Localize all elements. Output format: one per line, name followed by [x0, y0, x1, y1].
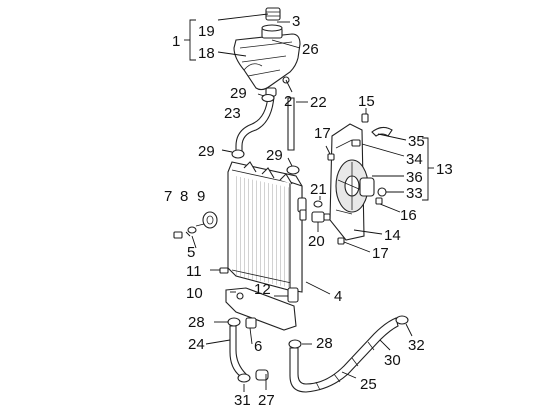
hose-clamp-29-left	[231, 149, 245, 159]
callout-33: 33	[406, 185, 423, 202]
callout-9: 9	[197, 188, 205, 205]
callout-5: 5	[187, 244, 195, 261]
washer-16	[375, 197, 383, 205]
callout-29-right: 29	[266, 147, 283, 164]
callout-29-top: 29	[230, 85, 247, 102]
screw-11	[219, 267, 229, 274]
callout-12: 12	[254, 281, 271, 298]
callout-4: 4	[334, 288, 342, 305]
callout-24: 24	[188, 336, 205, 353]
callout-14: 14	[384, 227, 401, 244]
callout-35: 35	[408, 133, 425, 150]
callout-11: 11	[186, 263, 202, 280]
callout-1: 1	[172, 33, 180, 50]
callout-27: 27	[258, 392, 275, 409]
washer-21	[313, 200, 323, 208]
tank-cap	[265, 7, 281, 21]
callout-28-right: 28	[316, 335, 333, 352]
callout-34: 34	[406, 151, 423, 168]
callout-17-lower: 17	[372, 245, 389, 262]
tank-neck	[261, 24, 283, 39]
hose-clamp-29-top	[261, 93, 275, 103]
thermo-switch-20	[311, 211, 331, 223]
nut-17-upper	[327, 153, 335, 161]
callout-17-upper: 17	[314, 125, 331, 142]
callout-21: 21	[310, 181, 327, 198]
expansion-tank	[233, 33, 301, 91]
radiator-cap-fitting-9	[202, 211, 218, 229]
callout-7: 7	[164, 188, 172, 205]
callout-labels: 1 19 18 3 26 29 23 2 22 29 29 17 15 35 3…	[164, 13, 453, 409]
callout-31: 31	[234, 392, 251, 409]
callout-22: 22	[310, 94, 327, 111]
clip-27	[255, 369, 269, 381]
callout-28-left: 28	[188, 314, 205, 331]
callout-26: 26	[302, 41, 319, 58]
hose-24	[229, 325, 248, 377]
washer-8	[187, 226, 197, 234]
clamp-32	[395, 315, 409, 325]
bolt-7	[173, 231, 183, 239]
radiator	[227, 161, 307, 293]
callout-20: 20	[308, 233, 325, 250]
callout-16: 16	[400, 207, 417, 224]
callout-15: 15	[358, 93, 375, 110]
nut-17-lower	[337, 237, 345, 245]
callout-18: 18	[198, 45, 215, 62]
callout-23: 23	[224, 105, 241, 122]
callout-29-left: 29	[198, 143, 215, 160]
callout-2: 2	[284, 93, 292, 110]
callout-19: 19	[198, 23, 215, 40]
screw-15	[361, 113, 369, 123]
hose-clamp-29-right	[286, 165, 300, 175]
callout-32: 32	[408, 337, 425, 354]
lower-bracket-10	[225, 287, 297, 331]
nut-33	[377, 187, 387, 197]
lower-outlet-12	[287, 287, 299, 303]
hose-clamp-28-right	[288, 339, 302, 349]
leader-lines	[184, 13, 434, 392]
callout-36: 36	[406, 169, 423, 186]
clamp-31	[237, 373, 251, 383]
callout-25: 25	[360, 376, 377, 393]
hose-22	[287, 97, 295, 151]
callout-10: 10	[186, 285, 203, 302]
overflow-hose-23	[235, 95, 275, 153]
callout-8: 8	[180, 188, 188, 205]
callout-6: 6	[254, 338, 262, 355]
hose-25	[289, 317, 399, 393]
bracket-34	[351, 139, 361, 147]
callout-3: 3	[292, 13, 300, 30]
callout-30: 30	[384, 352, 401, 369]
hose-clamp-28-left	[227, 317, 241, 327]
callout-13: 13	[436, 161, 453, 178]
fan-motor	[359, 177, 375, 197]
